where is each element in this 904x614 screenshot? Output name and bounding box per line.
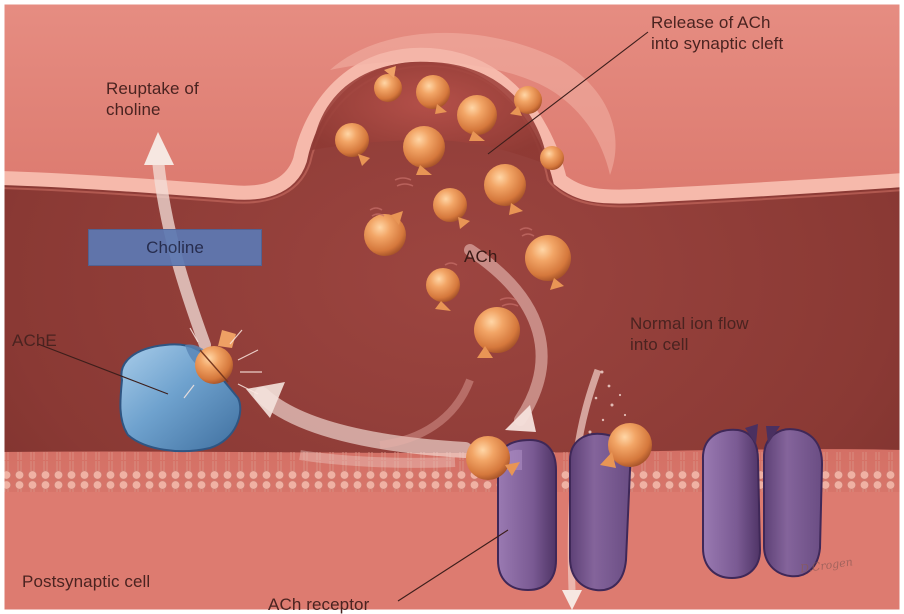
label-choline: Choline: [146, 238, 204, 258]
label-ach: ACh: [464, 246, 497, 267]
label-reuptake-choline: Reuptake of choline: [106, 78, 199, 120]
label-release-ach: Release of ACh into synaptic cleft: [651, 12, 783, 54]
label-postsynaptic-cell: Postsynaptic cell: [22, 571, 150, 592]
label-ache: AChE: [12, 330, 57, 351]
choline-box: Choline: [88, 229, 262, 266]
label-ach-receptor: ACh receptor: [268, 596, 369, 614]
label-ion-flow: Normal ion flow into cell: [630, 313, 749, 355]
